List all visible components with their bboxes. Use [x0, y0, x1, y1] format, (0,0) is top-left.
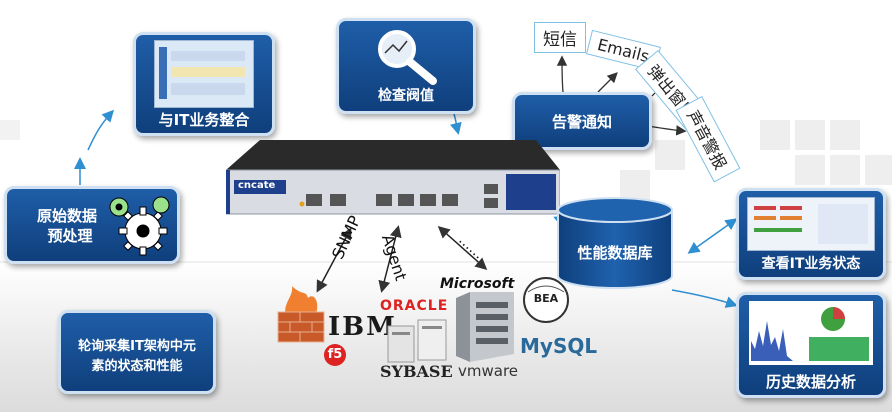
arrow-db-history: [671, 289, 738, 308]
bea-text: BEA: [533, 292, 559, 305]
database-cylinder[interactable]: 性能数据库: [556, 196, 674, 290]
arrow-to-sound: [647, 125, 687, 136]
view-status-card[interactable]: 查看IT业务状态: [736, 188, 886, 280]
vmware-logo: vmware: [458, 362, 519, 380]
server-rack-icon: [456, 292, 514, 362]
arrow-other: [437, 226, 488, 270]
history-card[interactable]: 历史数据分析: [736, 292, 886, 398]
f5-logo: f5: [324, 344, 346, 366]
threshold-card[interactable]: 检查阀值: [336, 18, 476, 114]
history-label: 历史数据分析: [765, 373, 856, 391]
threshold-label: 检查阀值: [378, 88, 434, 104]
arrow-snmp: [316, 227, 352, 293]
sybase-logo: SYBASE: [380, 362, 453, 381]
integration-label: 与IT业务整合: [158, 111, 250, 129]
polling-card[interactable]: 轮询采集IT架构中元 素的状态和性能: [58, 310, 216, 394]
polling-label-line2: 素的状态和性能: [91, 359, 183, 374]
arrow-agent: [378, 225, 402, 293]
device-brand: cncate: [238, 180, 276, 191]
history-screenshot: [749, 301, 873, 365]
firewall-icon: [276, 286, 328, 346]
arrow-db-status: [687, 218, 738, 254]
mysql-logo: MySQL: [520, 334, 598, 358]
bea-logo: BEA: [520, 276, 572, 324]
gear-icon: [109, 196, 170, 256]
arrow-to-integration: [87, 109, 115, 151]
polling-label-line1: 轮询采集IT架构中元: [78, 339, 196, 354]
status-screenshot: [747, 197, 875, 251]
network-appliance: cncate: [225, 140, 561, 216]
integration-card[interactable]: 与IT业务整合: [133, 32, 275, 136]
preprocess-card[interactable]: 原始数据 预处理: [4, 186, 180, 264]
preprocess-label-line1: 原始数据: [36, 207, 97, 225]
database-server-icon: [386, 318, 450, 364]
integration-screenshot: [154, 40, 254, 108]
view-status-label: 查看IT业务状态: [761, 256, 861, 272]
alert-card[interactable]: 告警通知: [512, 92, 652, 150]
arrow-to-emails: [597, 72, 618, 93]
magnifier-icon: [378, 30, 437, 85]
ibm-logo: IBM: [328, 312, 397, 342]
database-label: 性能数据库: [577, 244, 653, 262]
microsoft-logo: Microsoft: [440, 276, 515, 292]
sms-tag: 短信: [534, 22, 586, 53]
alert-label: 告警通知: [551, 113, 612, 131]
oracle-logo: ORACLE: [380, 298, 449, 314]
arrow-to-sms: [556, 55, 568, 93]
preprocess-label-line2: 预处理: [47, 227, 93, 245]
